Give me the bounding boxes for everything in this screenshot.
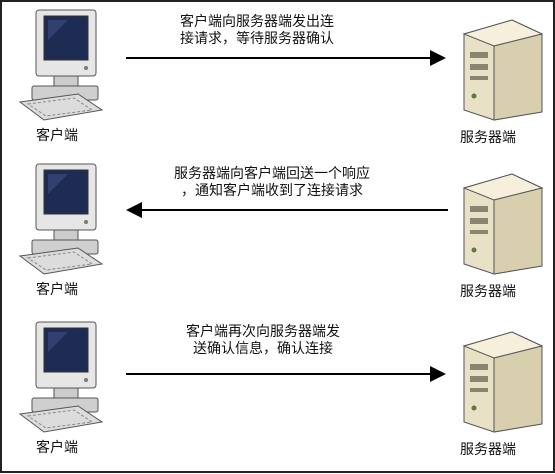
message-text: 客户端向服务器端发出连 接请求，等待服务器确认 [180, 14, 334, 48]
server-node: 服务器端 [450, 166, 555, 306]
desktop-computer-icon [18, 163, 104, 275]
arrowhead-right-icon [430, 50, 446, 66]
request-arrow [126, 50, 446, 66]
server-node: 服务器端 [450, 12, 555, 152]
handshake-step-1: 客户端 客户端向服务器端发出连 接请求，等待服务器确认 服务器端 [2, 6, 553, 162]
message-line: 接请求，等待服务器确认 [180, 31, 334, 47]
server-tower-icon [462, 173, 544, 275]
message-line: 服务器端向客户端回送一个响应 [174, 166, 370, 182]
desktop-computer-icon [18, 321, 104, 433]
client-node: 客户端 [8, 160, 118, 300]
message-line: ，通知客户端收到了连接请求 [181, 183, 363, 199]
server-label: 服务器端 [460, 284, 516, 300]
desktop-computer-icon [18, 9, 104, 121]
handshake-step-3: 客户端 客户端再次向服务器端发 送确认信息，确认连接 服务器端 [2, 318, 553, 474]
message-text: 服务器端向客户端回送一个响应 ，通知客户端收到了连接请求 [174, 166, 370, 200]
arrowhead-left-icon [126, 202, 142, 218]
client-node: 客户端 [8, 6, 118, 146]
ack-arrow [126, 366, 446, 382]
server-tower-icon [462, 19, 544, 121]
message-line: 客户端向服务器端发出连 [180, 14, 334, 30]
client-label: 客户端 [36, 282, 78, 298]
handshake-step-2: 客户端 服务器端向客户端回送一个响应 ，通知客户端收到了连接请求 服务器端 [2, 160, 553, 316]
client-node: 客户端 [8, 318, 118, 458]
server-tower-icon [462, 331, 544, 433]
server-label: 服务器端 [460, 130, 516, 146]
arrowhead-right-icon [430, 366, 446, 382]
response-arrow [126, 202, 448, 218]
client-label: 客户端 [36, 128, 78, 144]
message-text: 客户端再次向服务器端发 送确认信息，确认连接 [186, 324, 340, 358]
message-line: 送确认信息，确认连接 [193, 341, 333, 357]
server-label: 服务器端 [460, 442, 516, 458]
client-label: 客户端 [36, 440, 78, 456]
message-line: 客户端再次向服务器端发 [186, 324, 340, 340]
server-node: 服务器端 [450, 324, 555, 464]
